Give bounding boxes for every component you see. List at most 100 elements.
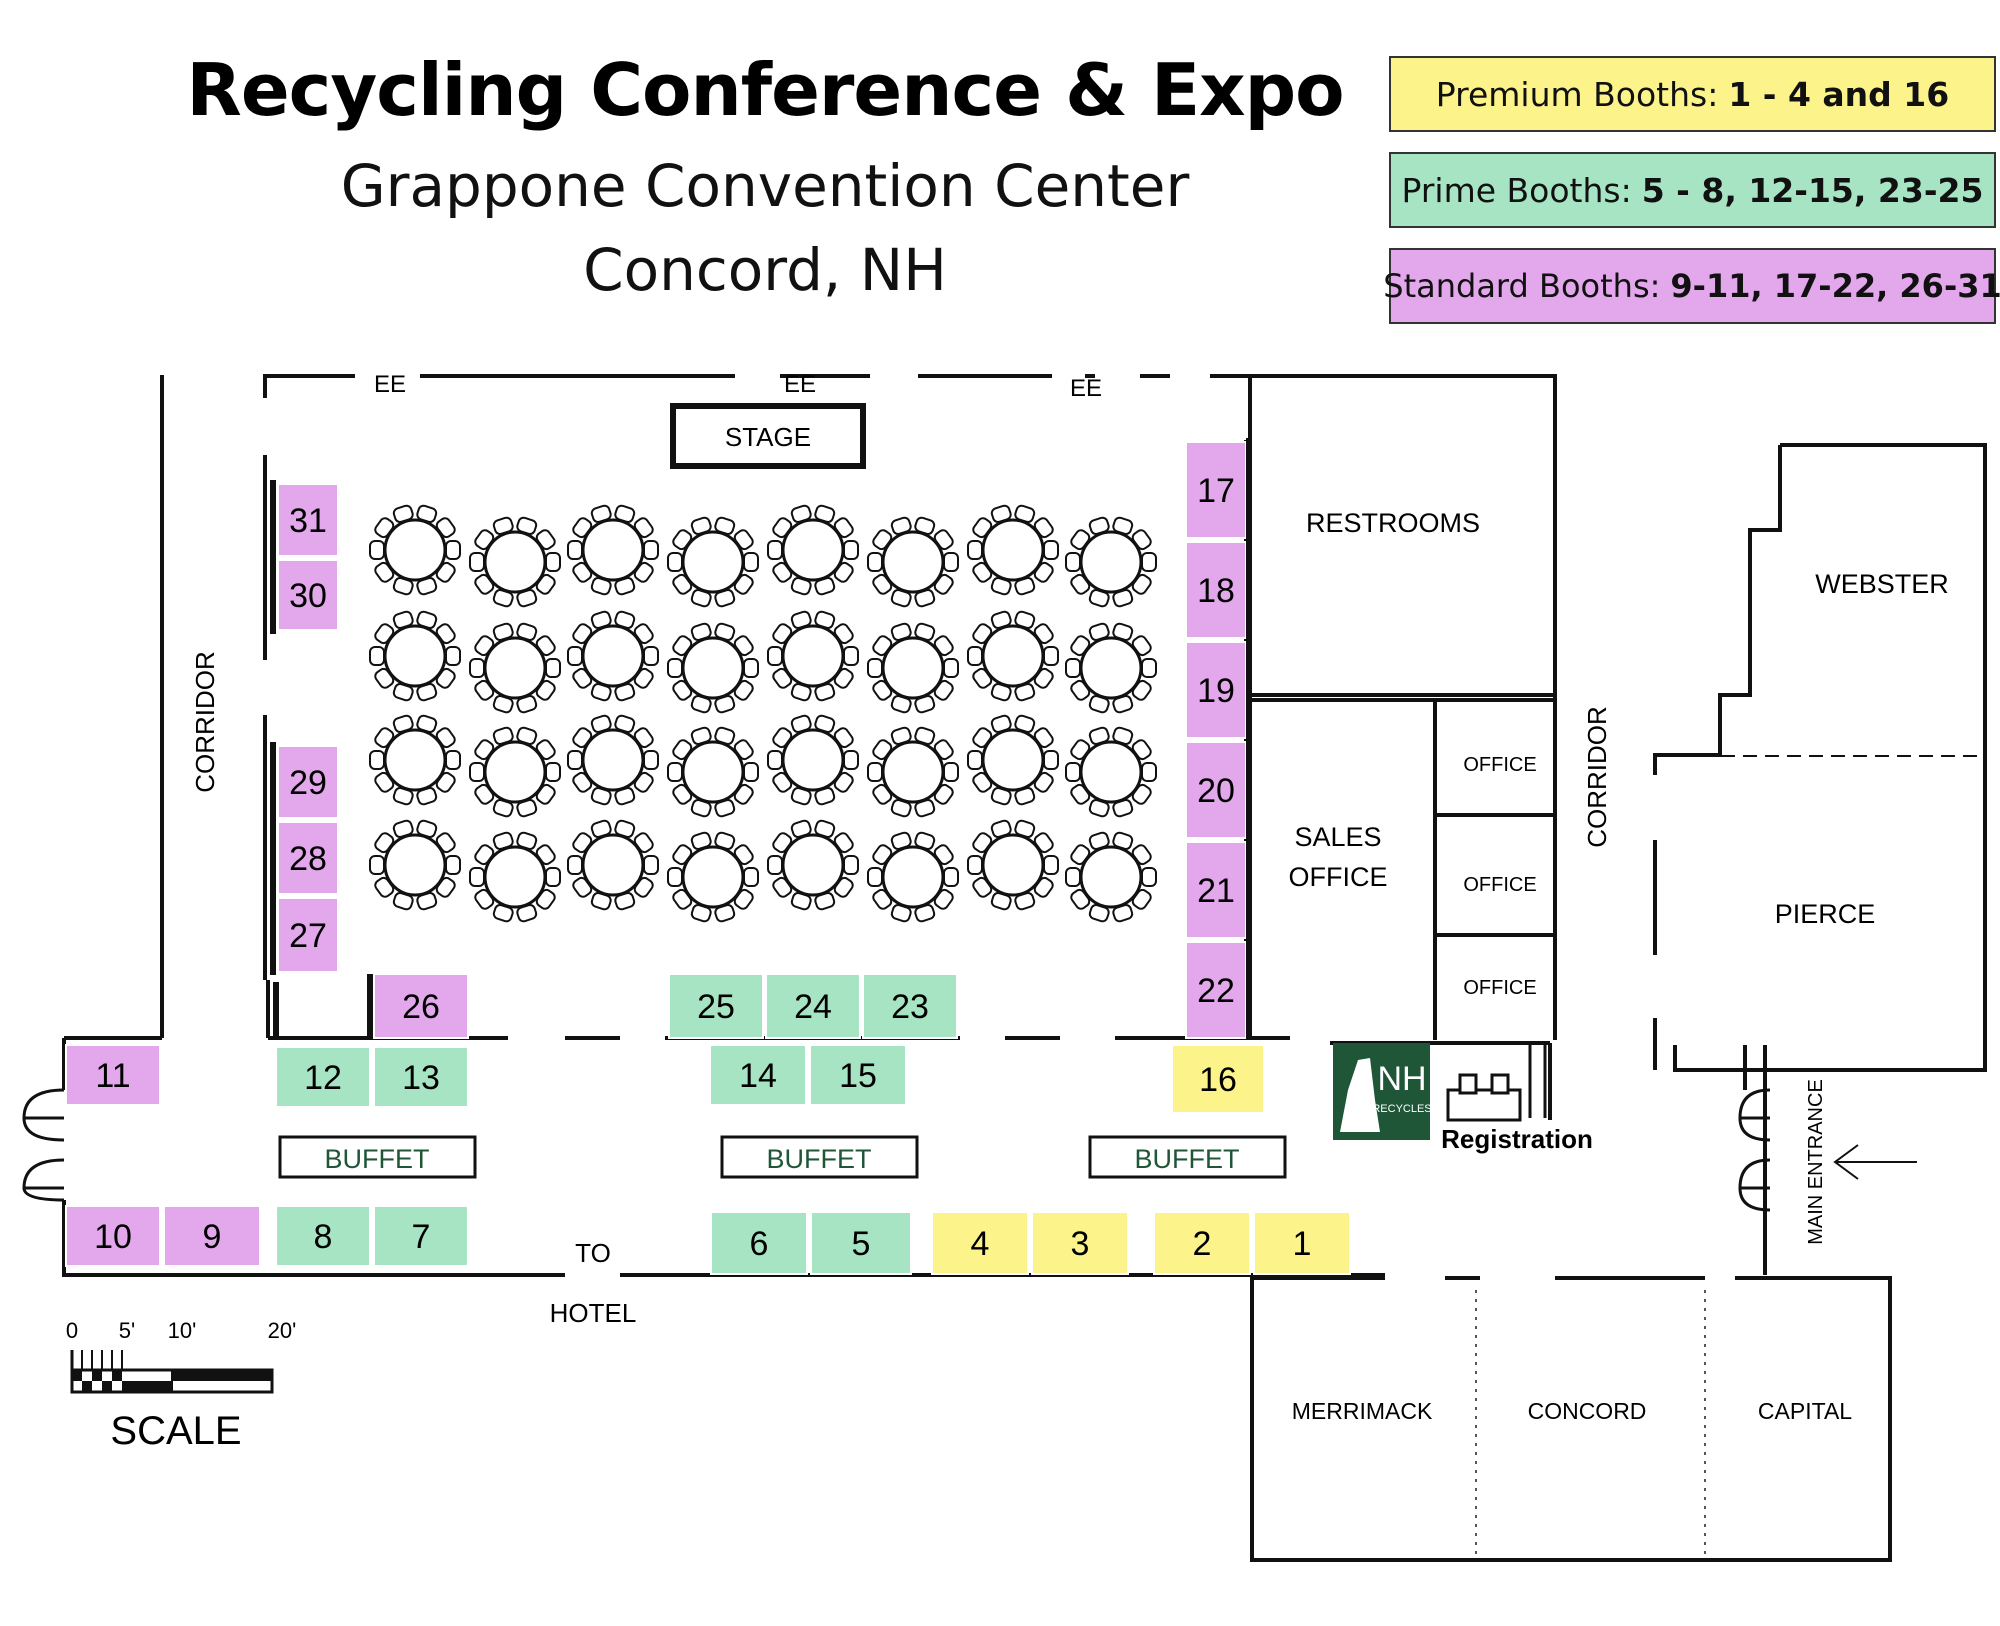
booth-28[interactable]: 28 (277, 821, 339, 895)
booth-17[interactable]: 17 (1185, 441, 1247, 539)
booth-box[interactable] (709, 1044, 807, 1106)
booth-box[interactable] (1031, 1211, 1129, 1275)
booth-box[interactable] (1153, 1211, 1251, 1275)
booth-10[interactable]: 10 (65, 1205, 161, 1267)
booth-7[interactable]: 7 (373, 1205, 469, 1267)
table-top (483, 845, 547, 909)
booth-number: 10 (94, 1218, 132, 1256)
booth-1[interactable]: 1 (1253, 1211, 1351, 1275)
booth-24[interactable]: 24 (765, 973, 861, 1039)
booth-number: 14 (739, 1057, 777, 1095)
booth-15[interactable]: 15 (809, 1044, 907, 1106)
booth-12[interactable]: 12 (275, 1046, 371, 1108)
booth-14[interactable]: 14 (709, 1044, 807, 1106)
chair-icon (743, 552, 759, 572)
booth-3[interactable]: 3 (1031, 1211, 1129, 1275)
booth-box[interactable] (277, 483, 339, 557)
chair-icon (469, 658, 485, 678)
booth-box[interactable] (275, 1205, 371, 1267)
booth-box[interactable] (668, 973, 764, 1039)
table-top (681, 530, 745, 594)
booth-box[interactable] (1185, 741, 1247, 839)
round-table (1065, 726, 1157, 818)
booth-box[interactable] (1185, 441, 1247, 539)
nh-logo-text: NH (1377, 1060, 1426, 1098)
booth-number: 25 (697, 988, 735, 1026)
booth-box[interactable] (277, 821, 339, 895)
round-table (967, 610, 1059, 702)
chair-icon (943, 762, 959, 782)
booth-4[interactable]: 4 (931, 1211, 1029, 1275)
chair-icon (545, 867, 561, 887)
chair-icon (445, 855, 461, 875)
booth-box[interactable] (1185, 641, 1247, 739)
booth-31[interactable]: 31 (277, 483, 339, 557)
booth-29[interactable]: 29 (277, 745, 339, 819)
booth-6[interactable]: 6 (710, 1211, 808, 1275)
booth-box[interactable] (765, 973, 861, 1039)
booth-box[interactable] (65, 1205, 161, 1267)
booth-box[interactable] (809, 1044, 907, 1106)
concord-label: CONCORD (1528, 1398, 1647, 1424)
booth-box[interactable] (1185, 941, 1247, 1039)
venue-name: Grappone Convention Center (340, 152, 1190, 220)
table-top (383, 624, 447, 688)
legend-standard: Standard Booths: 9-11, 17-22, 26-31 (1383, 248, 2000, 324)
booth-box[interactable] (931, 1211, 1029, 1275)
booth-number: 22 (1197, 972, 1235, 1010)
booth-box[interactable] (163, 1205, 261, 1267)
booth-25[interactable]: 25 (668, 973, 764, 1039)
buffet-table (278, 1135, 477, 1179)
chair-icon (843, 540, 859, 560)
chair-icon (545, 658, 561, 678)
booth-21[interactable]: 21 (1185, 841, 1247, 939)
chair-icon (567, 540, 583, 560)
booth-box[interactable] (275, 1046, 371, 1108)
booth-box[interactable] (1185, 841, 1247, 939)
booth-18[interactable]: 18 (1185, 541, 1247, 639)
booth-19[interactable]: 19 (1185, 641, 1247, 739)
booth-23[interactable]: 23 (862, 973, 958, 1039)
booth-box[interactable] (862, 973, 958, 1039)
booth-box[interactable] (277, 745, 339, 819)
booth-box[interactable] (277, 559, 339, 631)
legend-premium-label: Premium Booths: (1435, 74, 1719, 114)
round-table (369, 504, 461, 596)
scale-title: SCALE (110, 1409, 241, 1453)
booth-box[interactable] (65, 1044, 161, 1106)
booth-5[interactable]: 5 (810, 1211, 912, 1275)
booth-box[interactable] (373, 1205, 469, 1267)
hotel-label: HOTEL (550, 1298, 637, 1328)
booth-number: 8 (314, 1218, 333, 1256)
scale-tick: 5' (119, 1318, 135, 1343)
booth-20[interactable]: 20 (1185, 741, 1247, 839)
booth-box[interactable] (1185, 541, 1247, 639)
booth-11[interactable]: 11 (65, 1044, 161, 1106)
booth-box[interactable] (710, 1211, 808, 1275)
booth-box[interactable] (373, 1046, 469, 1108)
chair-icon (767, 540, 783, 560)
booth-27[interactable]: 27 (277, 897, 339, 973)
chair-icon (867, 762, 883, 782)
booth-box[interactable] (1171, 1044, 1265, 1114)
table-top (1079, 530, 1143, 594)
booth-16[interactable]: 16 (1171, 1044, 1265, 1114)
chair-icon (867, 867, 883, 887)
booth-number: 29 (289, 764, 327, 802)
booth-8[interactable]: 8 (275, 1205, 371, 1267)
booth-2[interactable]: 2 (1153, 1211, 1251, 1275)
booth-box[interactable] (810, 1211, 912, 1275)
booth-9[interactable]: 9 (163, 1205, 261, 1267)
chair-icon (943, 658, 959, 678)
booth-30[interactable]: 30 (277, 559, 339, 631)
booth-22[interactable]: 22 (1185, 941, 1247, 1039)
round-table (1065, 516, 1157, 608)
booth-box[interactable] (373, 973, 469, 1039)
booth-box[interactable] (1253, 1211, 1351, 1275)
to-label: TO (575, 1238, 611, 1268)
legend-standard-label: Standard Booths: (1383, 267, 1661, 305)
booth-26[interactable]: 26 (373, 973, 469, 1039)
booth-box[interactable] (277, 897, 339, 973)
chair-icon (667, 867, 683, 887)
booth-13[interactable]: 13 (373, 1046, 469, 1108)
